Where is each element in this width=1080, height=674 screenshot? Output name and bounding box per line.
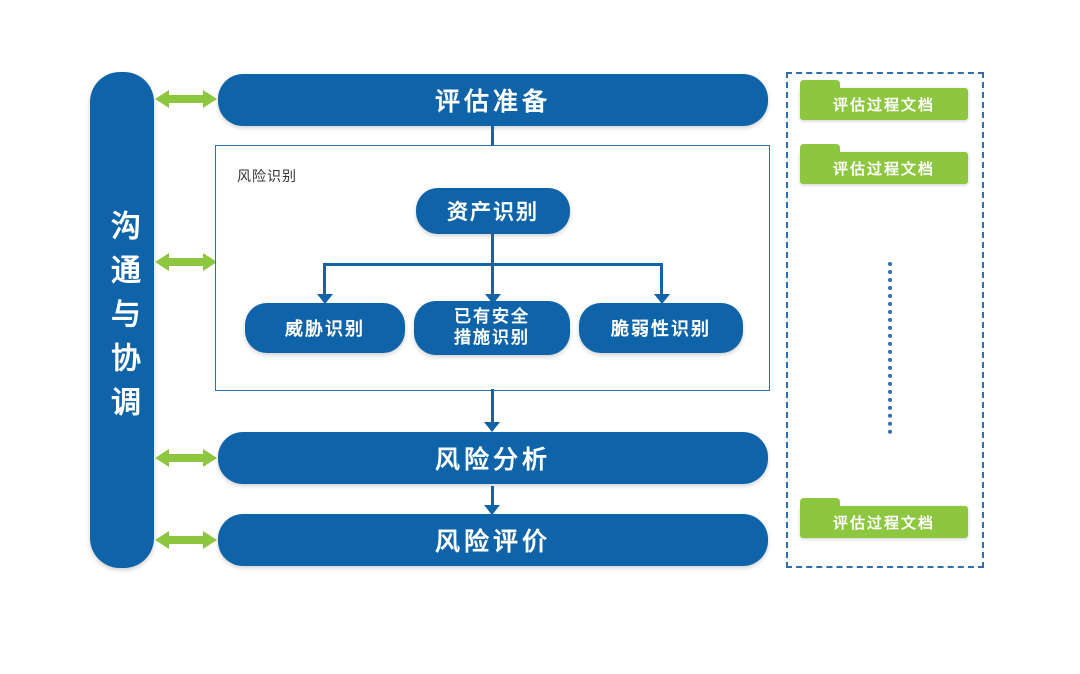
folder-icon: 评估过程文档 <box>800 144 968 184</box>
risk-identification-group-label: 风险识别 <box>237 169 297 185</box>
process-document-label: 评估过程文档 <box>832 95 935 114</box>
double-arrow-icon <box>155 449 217 467</box>
folder-icon: 评估过程文档 <box>800 80 968 120</box>
node-existing-security-measures: 已有安全 措施识别 <box>414 301 570 355</box>
node-existing-security-measures-label: 已有安全 措施识别 <box>454 306 530 348</box>
double-arrow-icon <box>155 531 217 549</box>
connector-line <box>491 263 494 295</box>
arrow-down-icon <box>484 505 500 515</box>
node-threat-identification: 威胁识别 <box>245 303 405 353</box>
arrow-down-icon <box>484 422 500 432</box>
process-document-label: 评估过程文档 <box>832 159 935 178</box>
double-arrow-icon <box>155 253 217 271</box>
node-asset-identification-label: 资产识别 <box>447 200 539 224</box>
connector-line <box>491 486 494 506</box>
node-threat-identification-label: 威胁识别 <box>285 319 365 340</box>
node-assessment-preparation-label: 评估准备 <box>434 87 551 116</box>
node-assessment-preparation: 评估准备 <box>218 74 768 126</box>
vertical-ellipsis <box>888 262 892 434</box>
double-arrow-icon <box>155 90 217 108</box>
node-risk-evaluation: 风险评价 <box>218 514 768 566</box>
node-asset-identification: 资产识别 <box>416 188 570 234</box>
arrow-down-icon <box>317 294 333 304</box>
communication-coordination-label: 沟通与协调 <box>105 210 140 430</box>
arrow-down-icon <box>485 294 501 304</box>
communication-coordination-bar: 沟通与协调 <box>90 72 154 568</box>
node-vulnerability-identification-label: 脆弱性识别 <box>611 319 711 340</box>
process-documents-panel <box>786 72 984 568</box>
connector-line <box>323 263 326 295</box>
connector-line <box>491 234 494 265</box>
node-risk-analysis: 风险分析 <box>218 432 768 484</box>
node-vulnerability-identification: 脆弱性识别 <box>579 303 743 353</box>
node-risk-evaluation-label: 风险评价 <box>434 527 551 556</box>
process-document-label: 评估过程文档 <box>832 513 935 532</box>
folder-icon: 评估过程文档 <box>800 498 968 538</box>
node-risk-analysis-label: 风险分析 <box>434 445 551 474</box>
arrow-down-icon <box>654 294 670 304</box>
connector-line <box>660 263 663 295</box>
connector-line <box>491 389 494 423</box>
